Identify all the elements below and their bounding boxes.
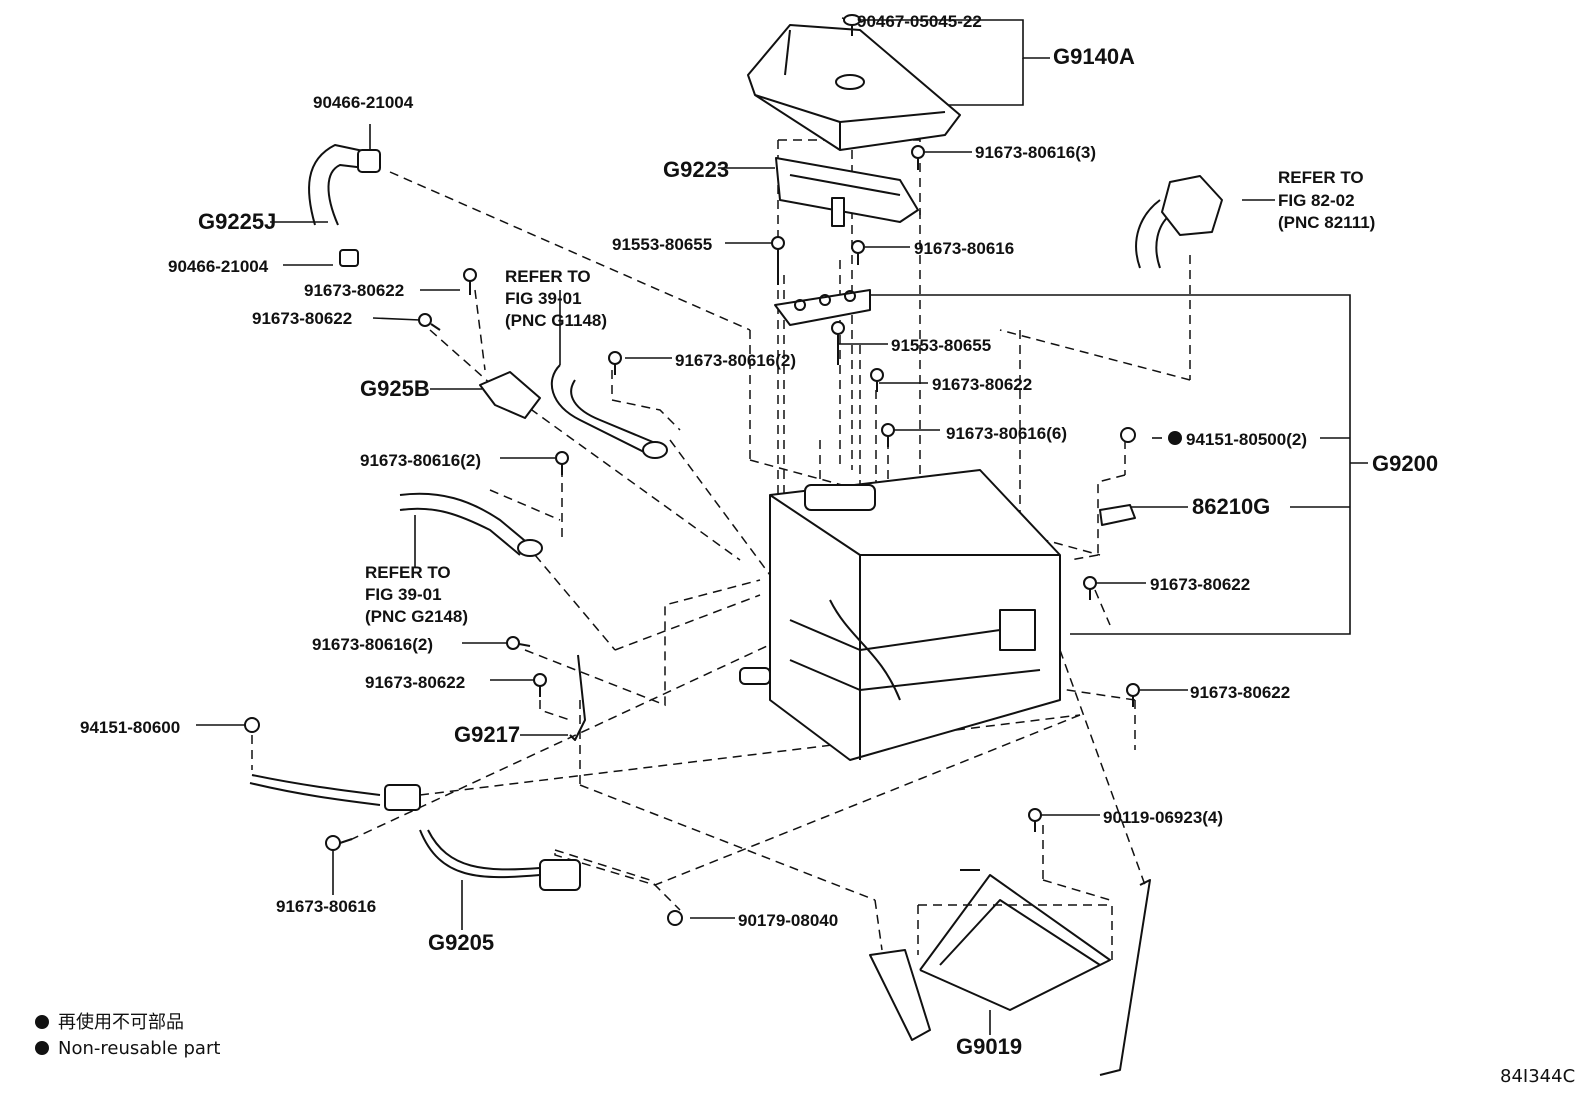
label-refer-39a-line2: FIG 39-01: [505, 289, 582, 308]
bolt-icon: [1083, 576, 1097, 600]
bolt-icon: [506, 636, 531, 650]
label-91673-80616-2a: 91673-80616(2): [675, 351, 796, 370]
bolt-icon: [1028, 808, 1042, 832]
label-91673-80622-d: 91673-80622: [1150, 575, 1250, 594]
label-91673-80616-2b: 91673-80616(2): [360, 451, 481, 470]
label-refer-39a-line1: REFER TO: [505, 267, 591, 286]
figure-id: 84I344C: [1500, 1066, 1575, 1087]
label-91553-80655-a: 91553-80655: [612, 235, 712, 254]
label-g9205: G9205: [428, 930, 494, 955]
bolt-icon: [533, 673, 547, 697]
label-refer-82-line2: FIG 82-02: [1278, 191, 1355, 210]
label-90179-08040: 90179-08040: [738, 911, 838, 930]
part-labels: 90467-05045-22 G9140A 90466-21004 G9223 …: [80, 12, 1438, 1059]
label-91673-80622-a: 91673-80622: [304, 281, 404, 300]
label-g9225j: G9225J: [198, 209, 276, 234]
label-90467-05045-22: 90467-05045-22: [857, 12, 982, 31]
bolt-icon: [870, 368, 884, 392]
bolt-icon: [1126, 683, 1140, 707]
label-refer-39b-line3: (PNC G2148): [365, 607, 468, 626]
label-refer-39b-line2: FIG 39-01: [365, 585, 442, 604]
frame-g9019: [869, 869, 1151, 1076]
label-g9223: G9223: [663, 157, 729, 182]
bracket-g925b: [479, 371, 541, 419]
sensor-refer-82: [1135, 175, 1223, 269]
label-90466-21004-top: 90466-21004: [313, 93, 414, 112]
non-reusable-bullet-icon: [35, 1015, 49, 1029]
plate-g9223: [775, 157, 919, 227]
inverter-assembly-g9200: [739, 469, 1061, 761]
bolt-icon: [463, 268, 477, 295]
bolt-icon: [244, 717, 260, 733]
bolt-icon: [851, 240, 865, 265]
bolt-icon: [771, 236, 785, 285]
hose-g9225j: [308, 144, 381, 267]
bracket-g9217: [569, 654, 586, 741]
label-g9200: G9200: [1372, 451, 1438, 476]
legend-japanese: 再使用不可部品: [58, 1012, 184, 1033]
junction-bracket: [774, 289, 871, 326]
label-91673-80622-e: 91673-80622: [365, 673, 465, 692]
label-91673-80622-c: 91673-80622: [932, 375, 1032, 394]
clip-90467: [843, 14, 861, 36]
label-91553-80655-b: 91553-80655: [891, 336, 991, 355]
bolt-icon: [608, 351, 622, 375]
bolt-icon: [911, 145, 925, 170]
label-91673-80616-a: 91673-80616: [914, 239, 1014, 258]
hose-refer-g1148: [550, 364, 668, 459]
label-86210g: 86210G: [1192, 494, 1270, 519]
cover-g9140a: [747, 24, 961, 151]
bolt-icon: [667, 910, 683, 926]
non-reusable-bullet-icon: [35, 1041, 49, 1055]
label-refer-82-line3: (PNC 82111): [1278, 213, 1375, 232]
label-94151-80500-2: 94151-80500(2): [1186, 430, 1307, 449]
assembly-dashed-lines: [251, 30, 1191, 960]
non-reusable-bullet-icon: [1168, 431, 1182, 445]
label-91673-80622-b: 91673-80622: [252, 309, 352, 328]
bracket-86210g: [1099, 504, 1136, 526]
hose-refer-g2148: [399, 492, 543, 557]
bolt-icon: [555, 451, 569, 475]
label-g925b: G925B: [360, 376, 430, 401]
label-91673-80616-6: 91673-80616(6): [946, 424, 1067, 443]
label-94151-80600: 94151-80600: [80, 718, 180, 737]
label-refer-39b-line1: REFER TO: [365, 563, 451, 582]
bolt-icon: [881, 423, 895, 447]
leader-lines: [196, 17, 1368, 1035]
label-91673-80616-3: 91673-80616(3): [975, 143, 1096, 162]
legend-english: Non-reusable part: [58, 1038, 220, 1059]
label-g9019: G9019: [956, 1034, 1022, 1059]
label-91673-80616-b: 91673-80616: [276, 897, 376, 916]
label-refer-82-line1: REFER TO: [1278, 168, 1364, 187]
label-90466-21004-bottom: 90466-21004: [168, 257, 269, 276]
cable-g9205: [249, 774, 581, 891]
label-refer-39a-line3: (PNC G1148): [505, 311, 607, 330]
label-g9140a: G9140A: [1053, 44, 1135, 69]
legend: 再使用不可部品 Non-reusable part: [35, 1012, 220, 1059]
label-g9217: G9217: [454, 722, 520, 747]
bolt-icon: [325, 835, 353, 851]
label-91673-80616-2c: 91673-80616(2): [312, 635, 433, 654]
bolt-icon: [831, 321, 845, 365]
bolts: [244, 145, 1140, 926]
bolt-icon: [1120, 427, 1136, 443]
label-90119-06923-4: 90119-06923(4): [1103, 808, 1223, 827]
bolt-icon: [418, 313, 441, 331]
label-91673-80622-f: 91673-80622: [1190, 683, 1290, 702]
